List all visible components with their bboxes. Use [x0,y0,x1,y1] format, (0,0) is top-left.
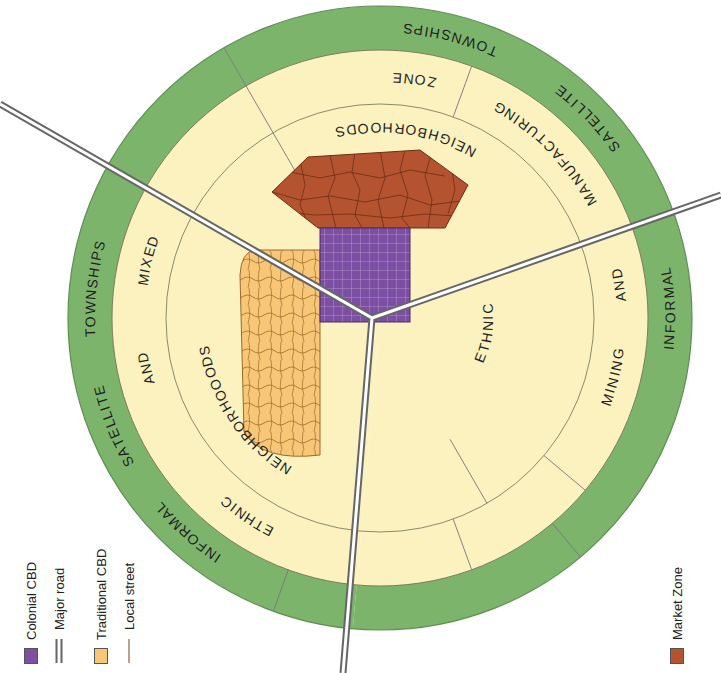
road-sample [52,638,66,664]
legend-item: Major road [50,568,68,664]
label-letter: A [612,290,629,302]
label-letter: G [610,346,628,361]
legend-label: Major road [52,568,67,630]
label-letter: D [134,350,152,364]
label-letter: O [82,314,98,327]
zone-divider [224,48,246,86]
legend-swatch [24,648,38,664]
zone-dividers [224,48,585,611]
label-letter: O [368,120,381,136]
legend-label: Local street [122,563,137,630]
label-letter: T [82,326,98,337]
zone-divider [453,66,471,117]
label-letter: S [401,21,413,38]
zone-divider [450,439,487,503]
label-letter: N [479,319,496,332]
market-stalls [272,150,468,228]
zone-divider [544,456,585,491]
market-zone [272,150,468,228]
zone-divider [246,86,273,133]
zone-divider [453,519,471,570]
legend-item: Colonial CBD [22,562,40,664]
street-sample [122,638,136,664]
label-letter: E [391,69,403,86]
label-letter: C [479,302,496,315]
legend-item: Local street [120,563,138,664]
label-letter: F [662,323,678,334]
label-letter: H [477,330,495,344]
label-letter: W [82,299,99,314]
legend-label: Traditional CBD [94,549,109,640]
major-road [0,104,721,673]
legend-swatch [94,648,108,664]
legend-swatch [670,648,684,664]
legend-label: Colonial CBD [24,562,39,640]
zone-divider [552,523,580,557]
label-letter: N [610,278,627,292]
label-letter: M [660,285,677,300]
label-letter: R [661,299,678,311]
label-letter: O [662,311,678,323]
label-letter: I [480,314,496,320]
label-letter: N [661,332,678,345]
legend-label: Market Zone [670,567,685,640]
label-letter: N [83,287,100,300]
label-letter: R [392,120,405,137]
label-letter: O [355,120,369,137]
legend-item: Market Zone [668,567,686,664]
legend-item: Traditional CBD [92,549,110,664]
label-letter: N [401,70,414,87]
label-letter: H [381,120,393,136]
zone-divider [273,570,288,611]
